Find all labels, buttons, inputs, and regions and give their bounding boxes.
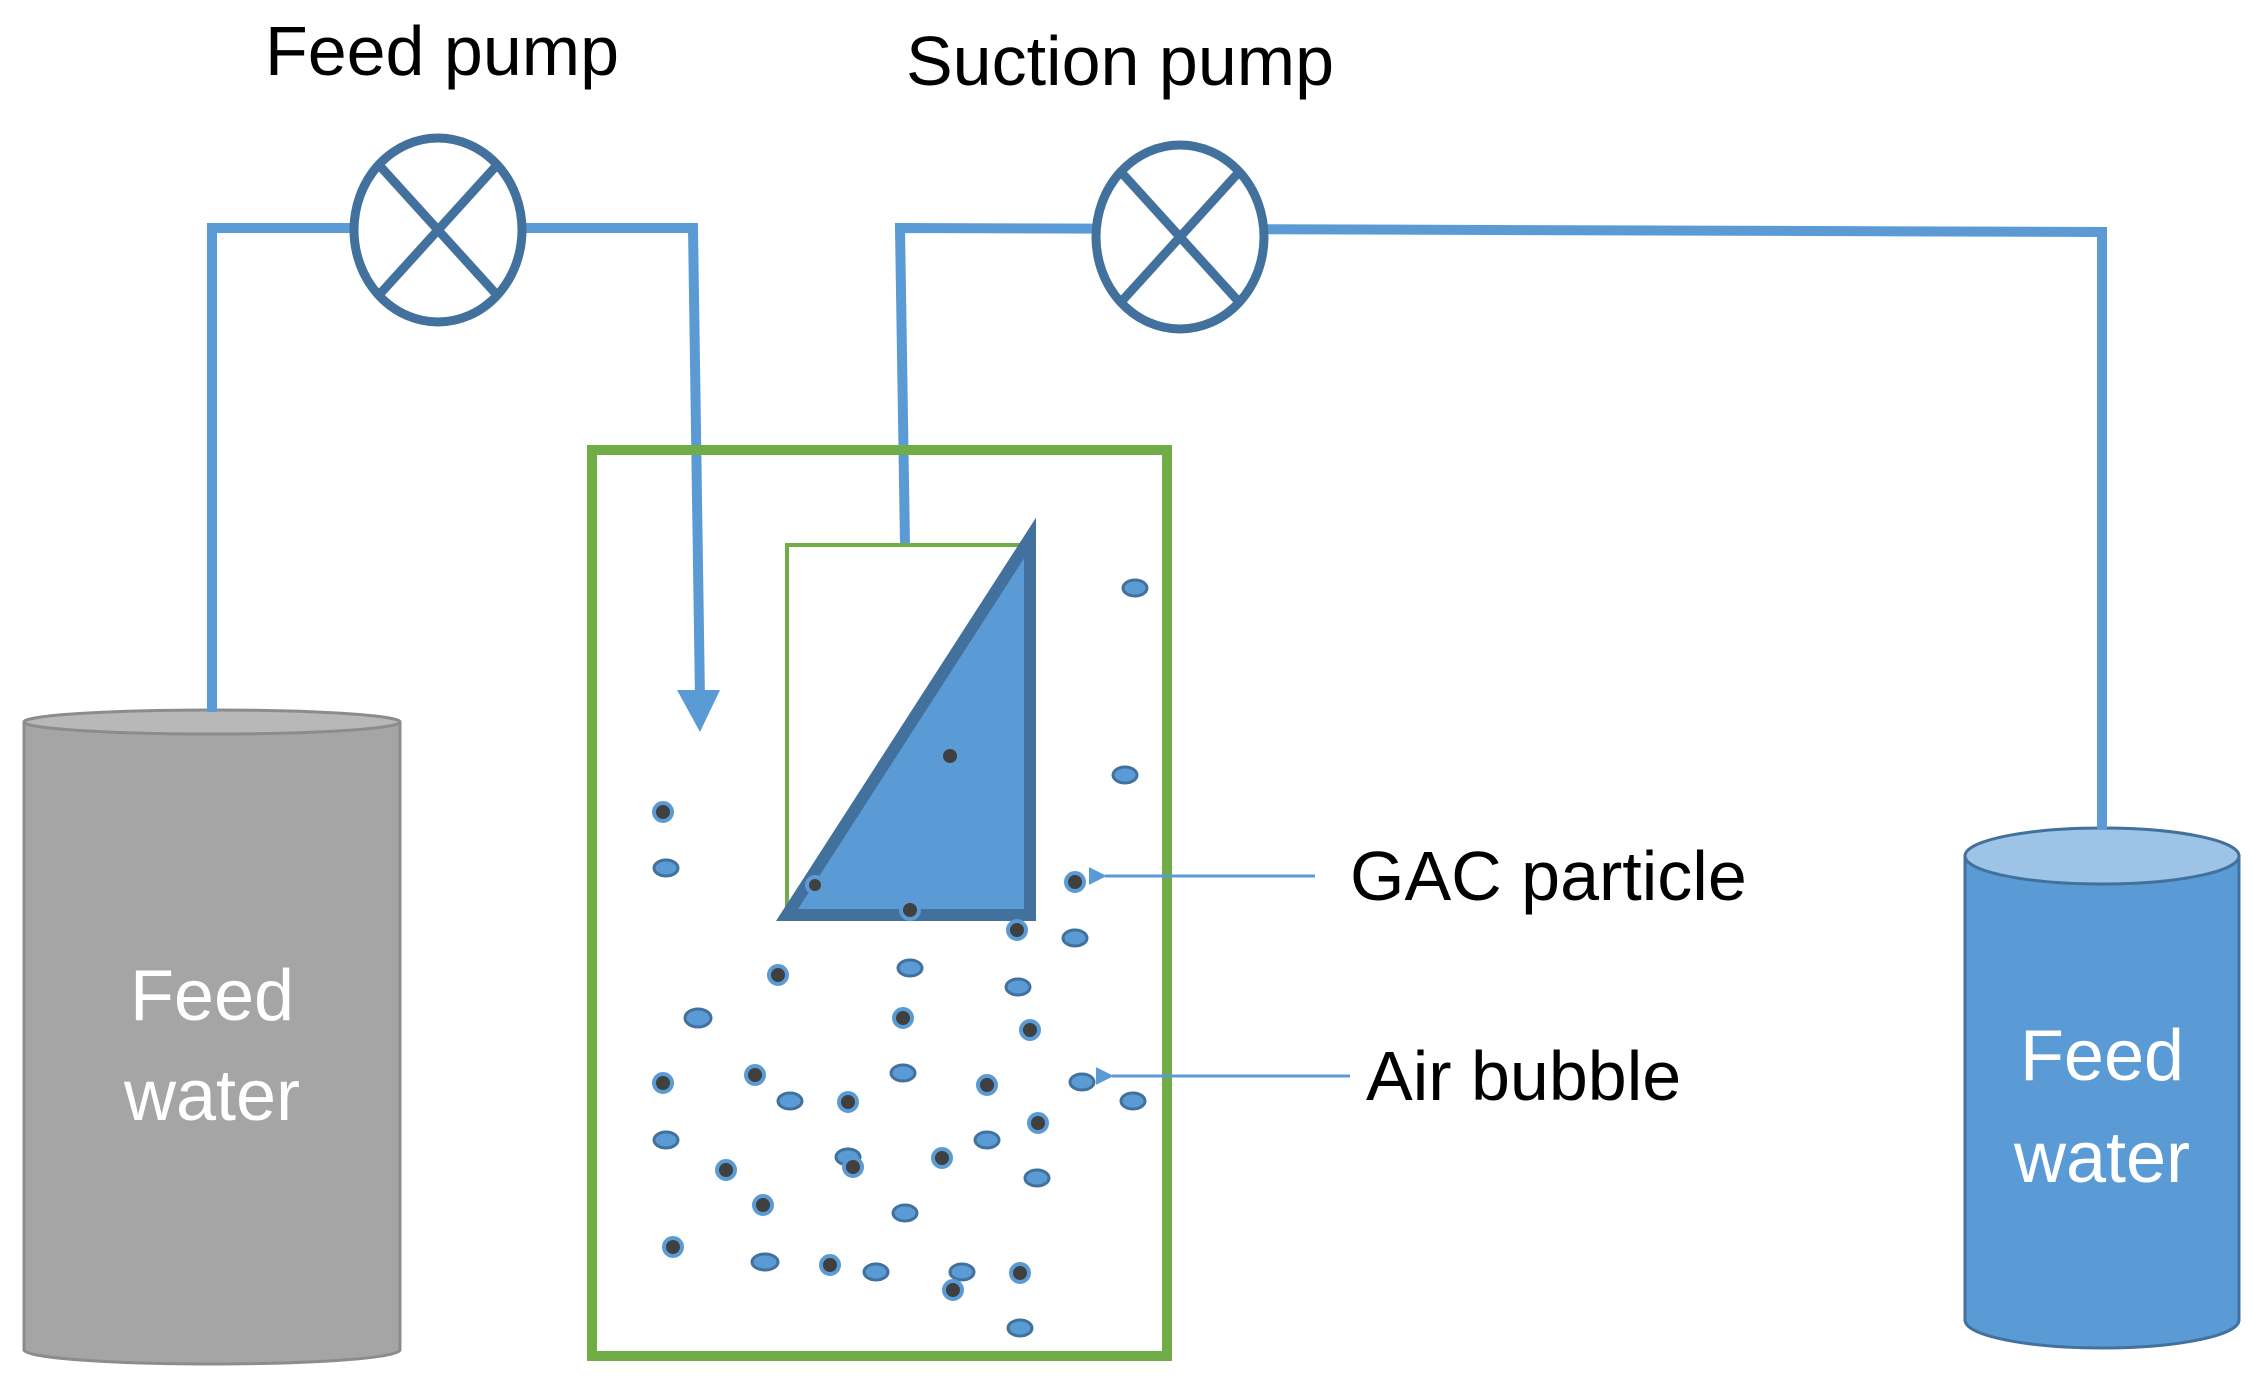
gac-particle — [819, 1254, 841, 1276]
air-bubble — [862, 1262, 890, 1282]
air-bubble-label: Air bubble — [1366, 1037, 1681, 1115]
air-bubble — [948, 1262, 976, 1282]
gac-particle — [1009, 1262, 1031, 1284]
gac-particle — [939, 745, 961, 767]
gac-particle — [837, 1091, 859, 1113]
gac-particle — [1027, 1112, 1049, 1134]
suction-pump-label: Suction pump — [906, 22, 1334, 100]
gac-particle — [842, 1156, 864, 1178]
air-bubble — [776, 1091, 804, 1111]
right-tank-label-line1: Feed — [2020, 1016, 2184, 1096]
air-bubble — [1068, 1072, 1096, 1092]
reactor-vessel — [587, 445, 1172, 1361]
gac-particle — [652, 1072, 674, 1094]
air-bubble — [1119, 1091, 1147, 1111]
air-bubble — [1061, 928, 1089, 948]
gac-particle — [652, 801, 674, 823]
gac-particle — [1064, 871, 1086, 893]
feed-inlet-arrowhead — [677, 690, 720, 732]
gac-particle — [1006, 919, 1028, 941]
feed-pump-label: Feed pump — [265, 12, 619, 90]
air-bubble — [750, 1252, 780, 1272]
gac-particle — [1019, 1019, 1041, 1041]
feed-pump-icon — [349, 133, 527, 327]
gac-particle — [805, 875, 825, 895]
air-bubble — [683, 1007, 713, 1029]
gac-particle — [931, 1147, 953, 1169]
air-bubbles — [652, 578, 1149, 1338]
right-tank-label-line2: water — [2013, 1118, 2190, 1198]
gac-particles — [652, 745, 1086, 1301]
air-bubble — [1111, 765, 1139, 785]
air-bubble — [896, 958, 924, 978]
suction-pump-icon — [1091, 140, 1269, 334]
gac-particle — [892, 1007, 914, 1029]
air-bubble — [1023, 1168, 1051, 1188]
gac-particle — [715, 1159, 737, 1181]
right-feed-water-tank: Feed water — [1963, 826, 2241, 1350]
gac-particle — [752, 1194, 774, 1216]
gac-particle — [767, 964, 789, 986]
gac-particle — [899, 899, 921, 921]
gac-particle-label: GAC particle — [1350, 837, 1747, 915]
air-bubble — [1121, 578, 1149, 598]
left-tank-label-line2: water — [123, 1056, 300, 1136]
membrane-module — [775, 517, 1036, 921]
air-bubble — [889, 1063, 917, 1083]
suction-pipe — [894, 222, 2107, 830]
gac-particle — [662, 1236, 684, 1258]
air-bubble — [652, 858, 680, 878]
air-bubble — [1004, 977, 1032, 997]
left-feed-water-tank: Feed water — [22, 708, 402, 1366]
air-bubble — [973, 1130, 1001, 1150]
air-bubble — [891, 1203, 919, 1223]
gac-particle — [744, 1064, 766, 1086]
air-bubble — [652, 1130, 680, 1150]
air-bubble — [1006, 1318, 1034, 1338]
gac-particle — [942, 1279, 964, 1301]
left-tank-label-line1: Feed — [130, 956, 294, 1036]
gac-particle — [976, 1074, 998, 1096]
